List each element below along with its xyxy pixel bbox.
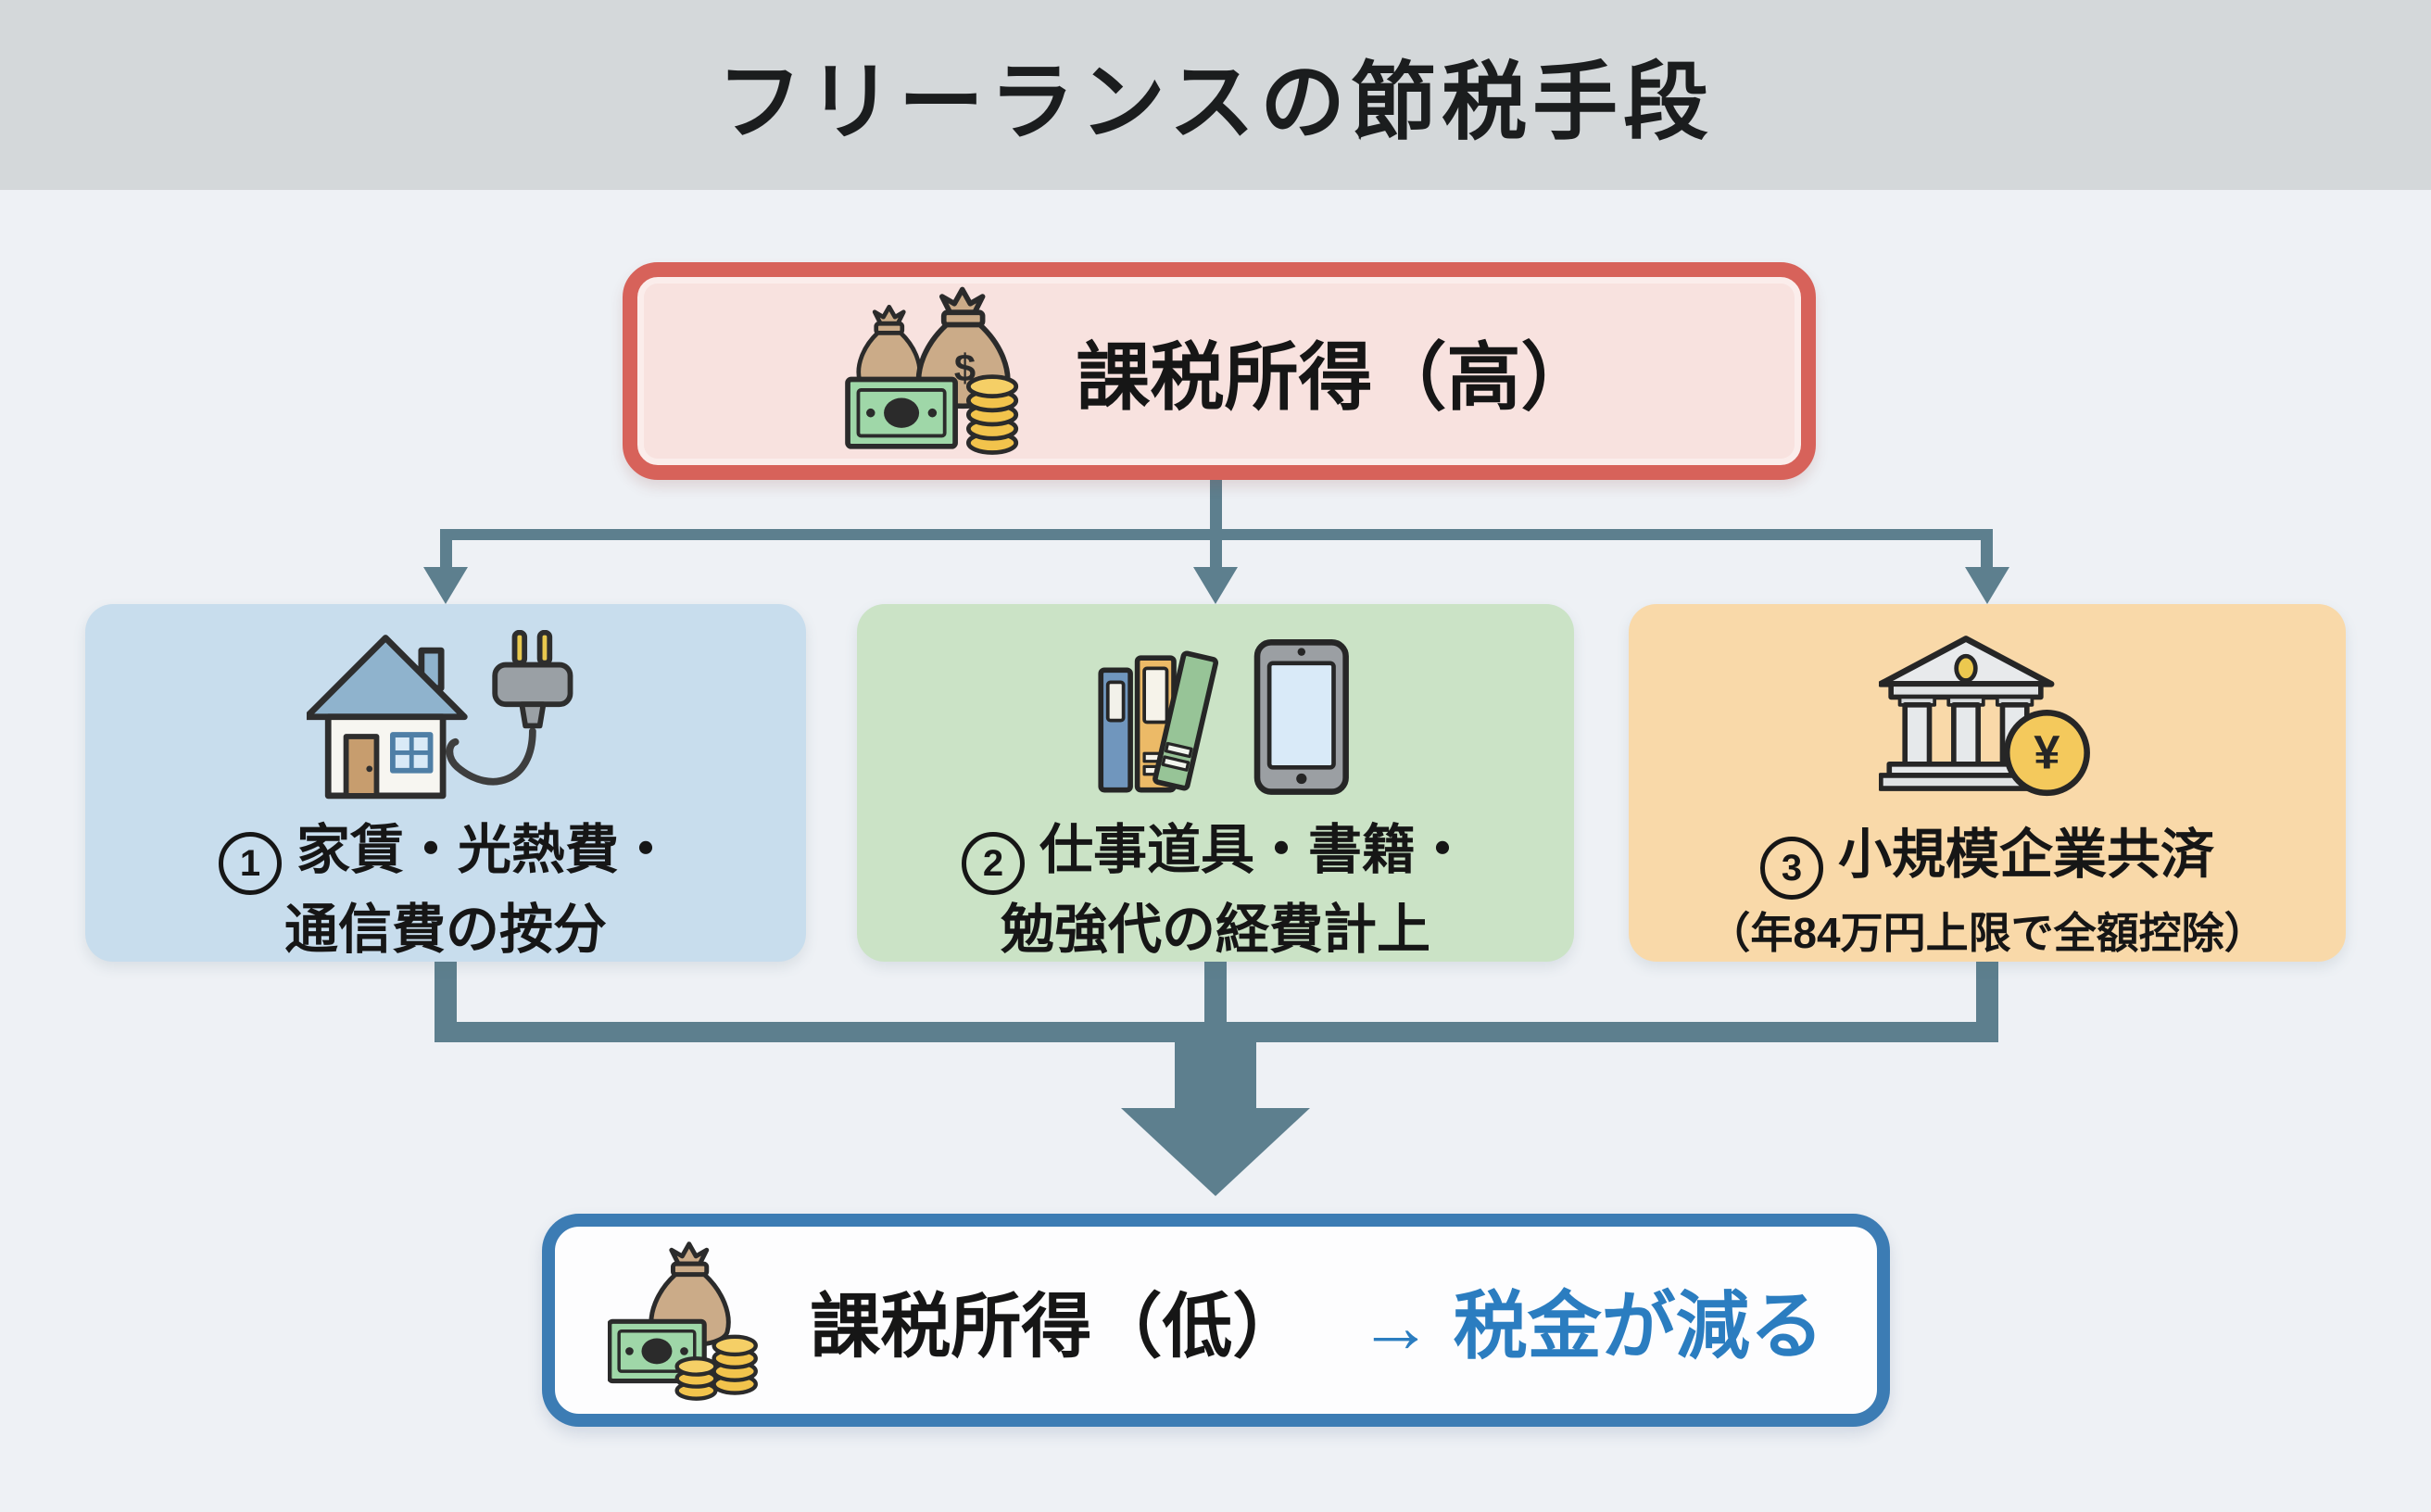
money-bags-icon: $ [844,286,1018,455]
node-taxable-income-low: 課税所得（低） → 税金が減る [542,1214,1890,1427]
branch-line-2: （年84万円上限で全額控除） [1707,909,2267,958]
node-taxable-income-high: $ 課税所得（高） [623,262,1816,480]
page-title: フリーランスの節税手段 [716,56,1715,150]
money-bag-icon [608,1241,759,1401]
books-tablet-icon [1098,639,1349,795]
svg-text:$: $ [953,346,975,389]
house-plug-icon [307,630,573,800]
branch-line-2: 通信費の按分 [283,900,607,961]
node-label: 課税所得（高） [1076,335,1595,419]
circled-number: 3 [1759,837,1823,901]
title-band: フリーランスの節税手段 [0,0,2431,190]
result-text: → 税金が減る [1358,1285,1824,1367]
bank-yen-icon: ¥ [1878,636,2090,797]
circled-number: 1 [218,832,282,896]
circled-number: 2 [961,832,1025,896]
branch-line-2: 勉強代の経費計上 [1000,900,1430,961]
svg-text:¥: ¥ [2034,726,2059,779]
node-label: 課税所得（低） [810,1288,1304,1367]
